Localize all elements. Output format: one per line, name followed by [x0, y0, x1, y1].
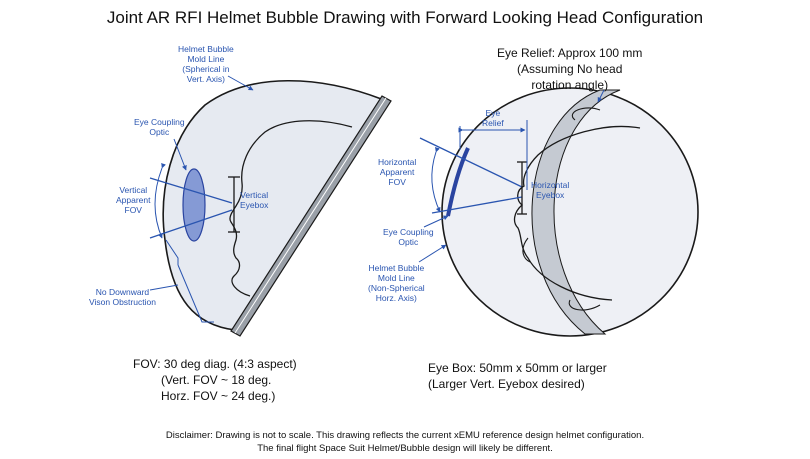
fov-spec-note: FOV: 30 deg diag. (4:3 aspect) (Vert. FO…	[133, 357, 297, 403]
vertical-apparent-fov-label: Vertical Apparent FOV	[116, 185, 151, 215]
horizontal-apparent-fov-label: Horizontal Apparent FOV	[378, 157, 417, 187]
right-eye-coupling-optic-label: Eye Coupling Optic	[383, 227, 434, 247]
left-helmet-mold-line-label: Helmet Bubble Mold Line (Spherical in Ve…	[178, 44, 234, 84]
eye-relief-label: Eye Relief	[482, 108, 504, 128]
right-helmet-mold-line-label: Helmet Bubble Mold Line (Non-Spherical H…	[368, 263, 425, 303]
disclaimer-line-1: Disclaimer: Drawing is not to scale. Thi…	[165, 430, 645, 441]
left-eye-coupling-optic	[182, 168, 206, 242]
right-helmet-outer	[441, 87, 699, 337]
disclaimer-line-2: The final flight Space Suit Helmet/Bubbl…	[257, 443, 553, 454]
left-visor-plate	[230, 95, 392, 337]
horizontal-eyebox-label: Horizontal Eyebox	[531, 180, 570, 200]
left-helmet-side-view	[149, 75, 392, 337]
page-title: Joint AR RFI Helmet Bubble Drawing with …	[106, 8, 704, 27]
left-head-profile	[229, 120, 353, 297]
right-neck-ring	[531, 89, 621, 335]
eye-relief-note: Eye Relief: Approx 100 mm (Assuming No h…	[497, 46, 643, 92]
vertical-eyebox-label: Vertical Eyebox	[240, 190, 269, 210]
left-helmet-bubble	[162, 79, 386, 331]
no-downward-obstruction-label: No Downward Vison Obstruction	[89, 287, 156, 307]
left-eye-coupling-optic-label: Eye Coupling Optic	[134, 117, 185, 137]
right-helmet-top-view	[418, 87, 699, 337]
eyebox-spec-note: Eye Box: 50mm x 50mm or larger (Larger V…	[428, 361, 607, 391]
